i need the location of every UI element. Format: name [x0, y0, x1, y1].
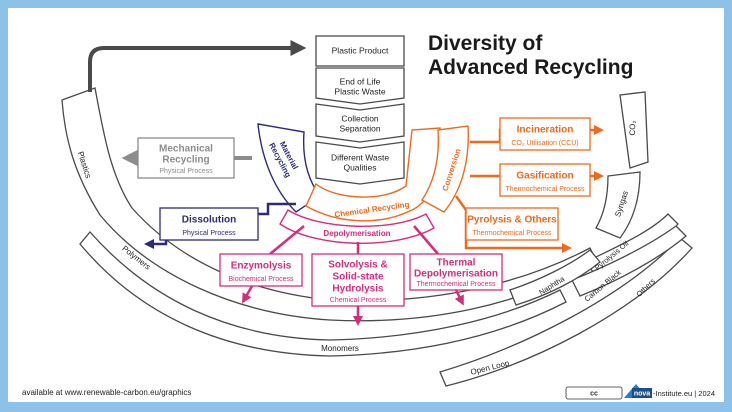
end-of-life-text-2: Plastic Waste [334, 86, 385, 96]
title-line-1: Diversity of [428, 32, 543, 55]
open-loop-band [439, 237, 693, 387]
enzymolysis-title: Enzymolysis [231, 261, 292, 272]
waste-qualities-text-1: Different Waste [331, 152, 389, 162]
cc-license-badge [565, 386, 623, 400]
collection-text-2: Separation [339, 123, 380, 133]
monomers-label: Monomers [321, 344, 359, 353]
thermal-arrow [454, 289, 464, 306]
cc-license-text: cc [590, 390, 598, 397]
gasification-sub: Thermochemical Process [506, 186, 585, 193]
nova-logo-text: nova [634, 390, 650, 397]
monomers-band [79, 231, 567, 357]
naphtha-band [509, 249, 601, 306]
thermal-title-1: Thermal [437, 258, 476, 269]
plastic-product-box [315, 35, 405, 67]
thermal-line [413, 225, 439, 255]
solvolysis-title-2: Solid-state [332, 272, 384, 283]
return-arrow [88, 40, 307, 92]
syngas-band [595, 171, 641, 239]
incineration-sub: CO₂ Utilisation (CCU) [511, 140, 578, 147]
carbon-black-band [571, 225, 687, 297]
incineration-box [499, 117, 591, 151]
dissolution-title: Dissolution [182, 215, 236, 226]
title-line-2: Advanced Recycling [428, 56, 633, 79]
depolymerisation-label: Depolymerisation [323, 229, 390, 238]
thermal-sub: Thermochemical Process [417, 281, 496, 288]
mechanical-title-1: Mechanical [159, 144, 213, 155]
mechanical-title-2: Recycling [162, 155, 209, 166]
enzymolysis-arrow [242, 285, 254, 304]
waste-qualities-box [315, 141, 405, 185]
conversion-wedge [420, 125, 469, 213]
pyrolysis-title: Pyrolysis & Others [467, 215, 557, 226]
gasification-title: Gasification [516, 171, 573, 182]
footer-credit: -Institute.eu | 2024 [653, 389, 715, 398]
co2-band [619, 91, 649, 169]
end-of-life-box [315, 67, 405, 105]
collection-box [315, 103, 405, 143]
pyrolysis-box [465, 207, 559, 241]
depolymerisation-arc [279, 209, 435, 245]
solvolysis-title-1: Solvolysis & [328, 260, 387, 271]
enzymolysis-line [269, 225, 305, 255]
end-of-life-text-1: End of Life [340, 76, 381, 86]
dissolution-box [159, 207, 259, 241]
mechanical-box [137, 137, 235, 179]
nova-logo-box [632, 388, 652, 398]
collection-text-1: Collection [341, 113, 379, 123]
mechanical-sub: Physical Process [159, 168, 213, 175]
enzymolysis-box [219, 253, 303, 287]
solvolysis-sub: Chemical Process [330, 297, 387, 304]
footer-source: available at www.renewable-carbon.eu/gra… [22, 388, 191, 397]
enzymolysis-sub: Biochemical Process [229, 276, 294, 283]
thermal-title-2: Depolymerisation [414, 269, 498, 280]
pyrolysis-sub: Thermochemical Process [473, 230, 552, 237]
solvolysis-title-3: Hydrolysis [332, 284, 384, 295]
waste-qualities-text-2: Qualities [343, 162, 376, 172]
incineration-title: Incineration [517, 125, 574, 136]
dissolution-sub: Physical Process [182, 230, 236, 237]
thermal-box [409, 253, 503, 291]
co2-label: CO₂ [628, 120, 638, 135]
plastic-product-text: Plastic Product [332, 45, 389, 55]
gasification-box [499, 163, 591, 197]
